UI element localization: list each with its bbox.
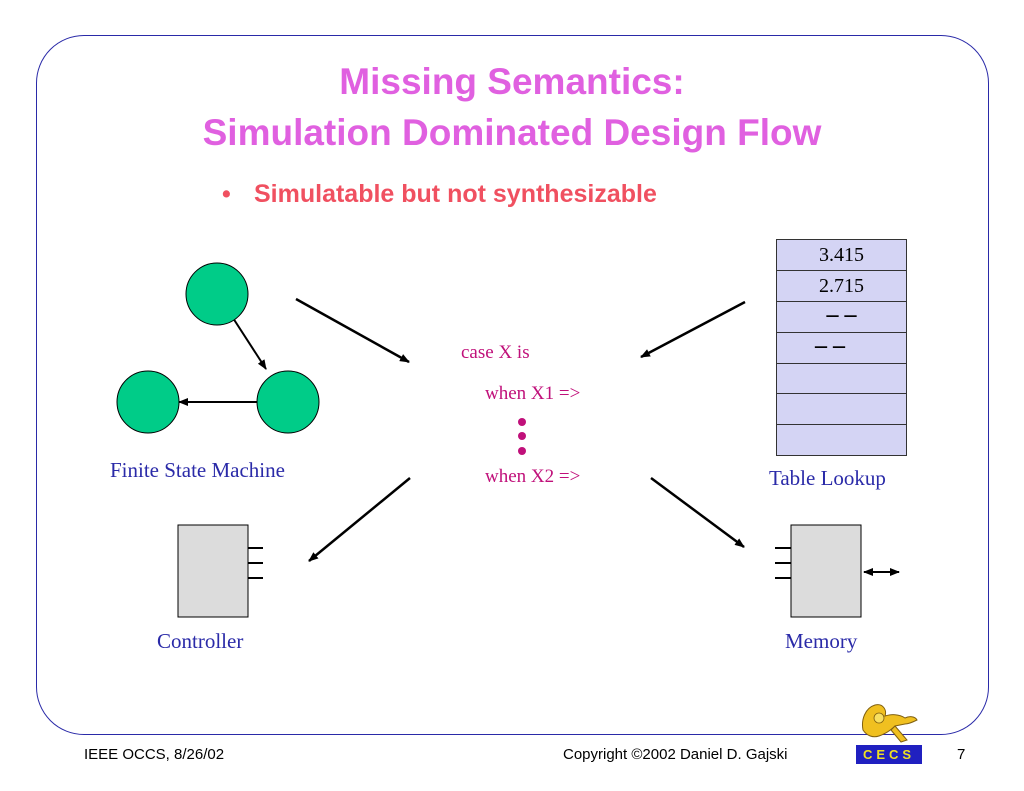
memory-label: Memory [785,629,858,653]
lookup-table: 3.415 2.715 – – – – [776,239,907,457]
table-cell: 2.715 [777,270,906,302]
ellipsis-dot [518,418,526,426]
code-ellipsis [518,418,526,455]
table-cell [777,363,906,395]
memory-block [775,524,900,618]
memory-box [790,524,862,618]
slide-title-line2: Simulation Dominated Design Flow [202,112,822,153]
cecs-logo-text: CECS [856,745,922,764]
controller-box [177,524,249,618]
table-cell [777,425,906,457]
arrow-code-to-memory [650,476,745,549]
code-line-when-x1: when X1 => [485,383,581,404]
table-cell: 3.415 [777,240,906,271]
ellipsis-dot [518,432,526,440]
arrow-fsm-to-code [295,297,410,364]
footer-copyright: Copyright ©2002 Daniel D. Gajski [563,746,788,763]
arrow-table-to-code [640,300,746,359]
arrow-code-to-controller [308,477,411,562]
ellipsis-dot [518,447,526,455]
fsm-state-node [256,370,320,434]
table-cell [777,394,906,426]
footer-venue-date: IEEE OCCS, 8/26/02 [84,746,225,763]
table-lookup-label: Table Lookup [769,466,886,490]
fsm-state-node [116,370,180,434]
table-cell: – – [777,332,906,364]
bullet-text: Simulatable but not synthesizable [254,180,657,208]
fsm-transition-arrow [232,317,267,370]
slide-title-line1: Missing Semantics: [339,61,685,102]
controller-label: Controller [157,629,244,653]
page-number: 7 [957,746,966,763]
bullet-item: • Simulatable but not synthesizable [222,178,657,210]
bullet-dot: • [222,180,231,208]
fsm-label: Finite State Machine [110,458,285,482]
slide-frame [36,35,989,735]
controller-block [177,524,263,618]
code-line-when-x2: when X2 => [485,466,581,487]
finite-state-machine [116,262,320,434]
cecs-logo-icon [862,704,918,743]
code-line-case: case X is [461,342,530,363]
fsm-state-node [185,262,249,326]
table-cell: – – [777,301,906,333]
